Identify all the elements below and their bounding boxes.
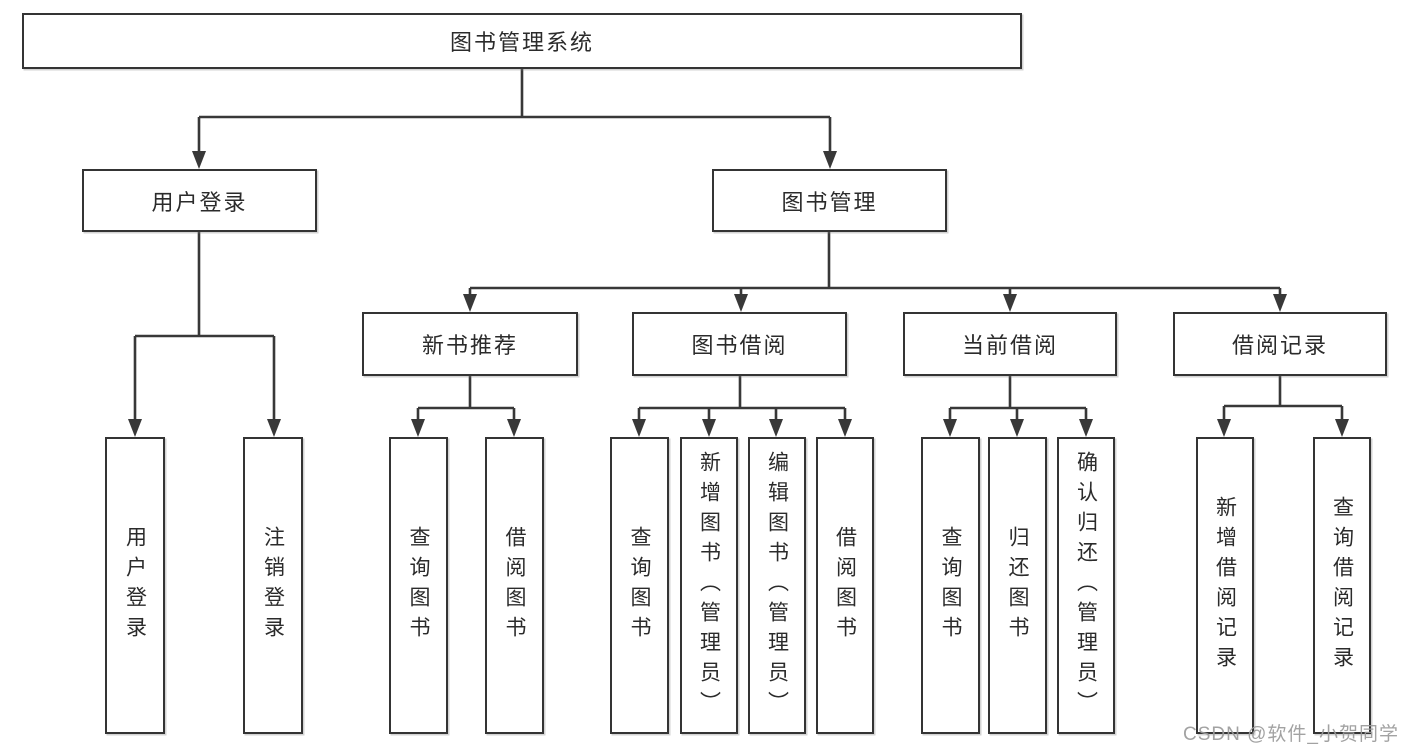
leaf-edit-book-admin: 编辑图书（管理员） — [748, 437, 806, 734]
node-label: 图书管理系统 — [449, 30, 594, 55]
leaf-confirm-return-admin: 确认归还（管理员） — [1057, 437, 1115, 734]
watermark: CSDN @软件_小贺同学 — [1183, 724, 1399, 745]
node-label: 查询图书 — [939, 525, 962, 646]
node-label: 归还图书 — [1006, 525, 1029, 646]
node-label: 当前借阅 — [961, 333, 1058, 358]
node-user-login: 用户登录 — [82, 169, 317, 232]
node-label: 编辑图书（管理员） — [765, 450, 789, 721]
leaf-query-books-recommend: 查询图书 — [389, 437, 448, 734]
leaf-borrow-books: 借阅图书 — [816, 437, 874, 734]
leaf-add-book-admin: 新增图书（管理员） — [680, 437, 738, 734]
node-label: 新增借阅记录 — [1213, 495, 1237, 676]
node-label: 借阅记录 — [1231, 333, 1328, 358]
node-current-borrow: 当前借阅 — [903, 312, 1117, 376]
edge-root-bus — [197, 69, 832, 152]
node-label: 查询借阅记录 — [1330, 495, 1354, 676]
leaf-borrow-books-recommend: 借阅图书 — [485, 437, 544, 734]
node-label: 查询图书 — [407, 525, 430, 646]
edge-book-borrow-bus — [637, 376, 847, 420]
node-library-management-system: 图书管理系统 — [22, 13, 1022, 69]
node-label: 查询图书 — [628, 525, 651, 646]
leaf-logout: 注销登录 — [243, 437, 303, 734]
node-new-book-recommend: 新书推荐 — [362, 312, 578, 376]
leaf-user-login: 用户登录 — [105, 437, 165, 734]
leaf-query-books-current: 查询图书 — [921, 437, 980, 734]
leaf-add-borrow-record: 新增借阅记录 — [1196, 437, 1254, 734]
leaf-return-book: 归还图书 — [988, 437, 1047, 734]
node-borrow-records: 借阅记录 — [1173, 312, 1387, 376]
leaf-query-books-borrow: 查询图书 — [610, 437, 669, 734]
edge-book-management-bus — [468, 232, 1282, 295]
node-label: 新增图书（管理员） — [697, 450, 721, 721]
edge-borrow-records-bus — [1222, 376, 1344, 420]
node-label: 新书推荐 — [421, 333, 518, 358]
node-label: 用户登录 — [123, 525, 147, 646]
leaf-query-borrow-record: 查询借阅记录 — [1313, 437, 1371, 734]
node-label: 用户登录 — [151, 189, 248, 215]
node-book-borrow: 图书借阅 — [632, 312, 847, 376]
edge-current-borrow-bus — [948, 376, 1088, 420]
node-label: 注销登录 — [261, 525, 285, 646]
edge-user-login-bus — [133, 232, 276, 420]
node-label: 图书管理 — [781, 189, 878, 215]
node-label: 确认归还（管理员） — [1074, 450, 1098, 721]
edge-new-book-bus — [416, 376, 516, 420]
node-label: 借阅图书 — [503, 525, 526, 646]
node-label: 借阅图书 — [833, 525, 857, 646]
node-book-management: 图书管理 — [712, 169, 947, 232]
node-label: 图书借阅 — [691, 333, 788, 358]
